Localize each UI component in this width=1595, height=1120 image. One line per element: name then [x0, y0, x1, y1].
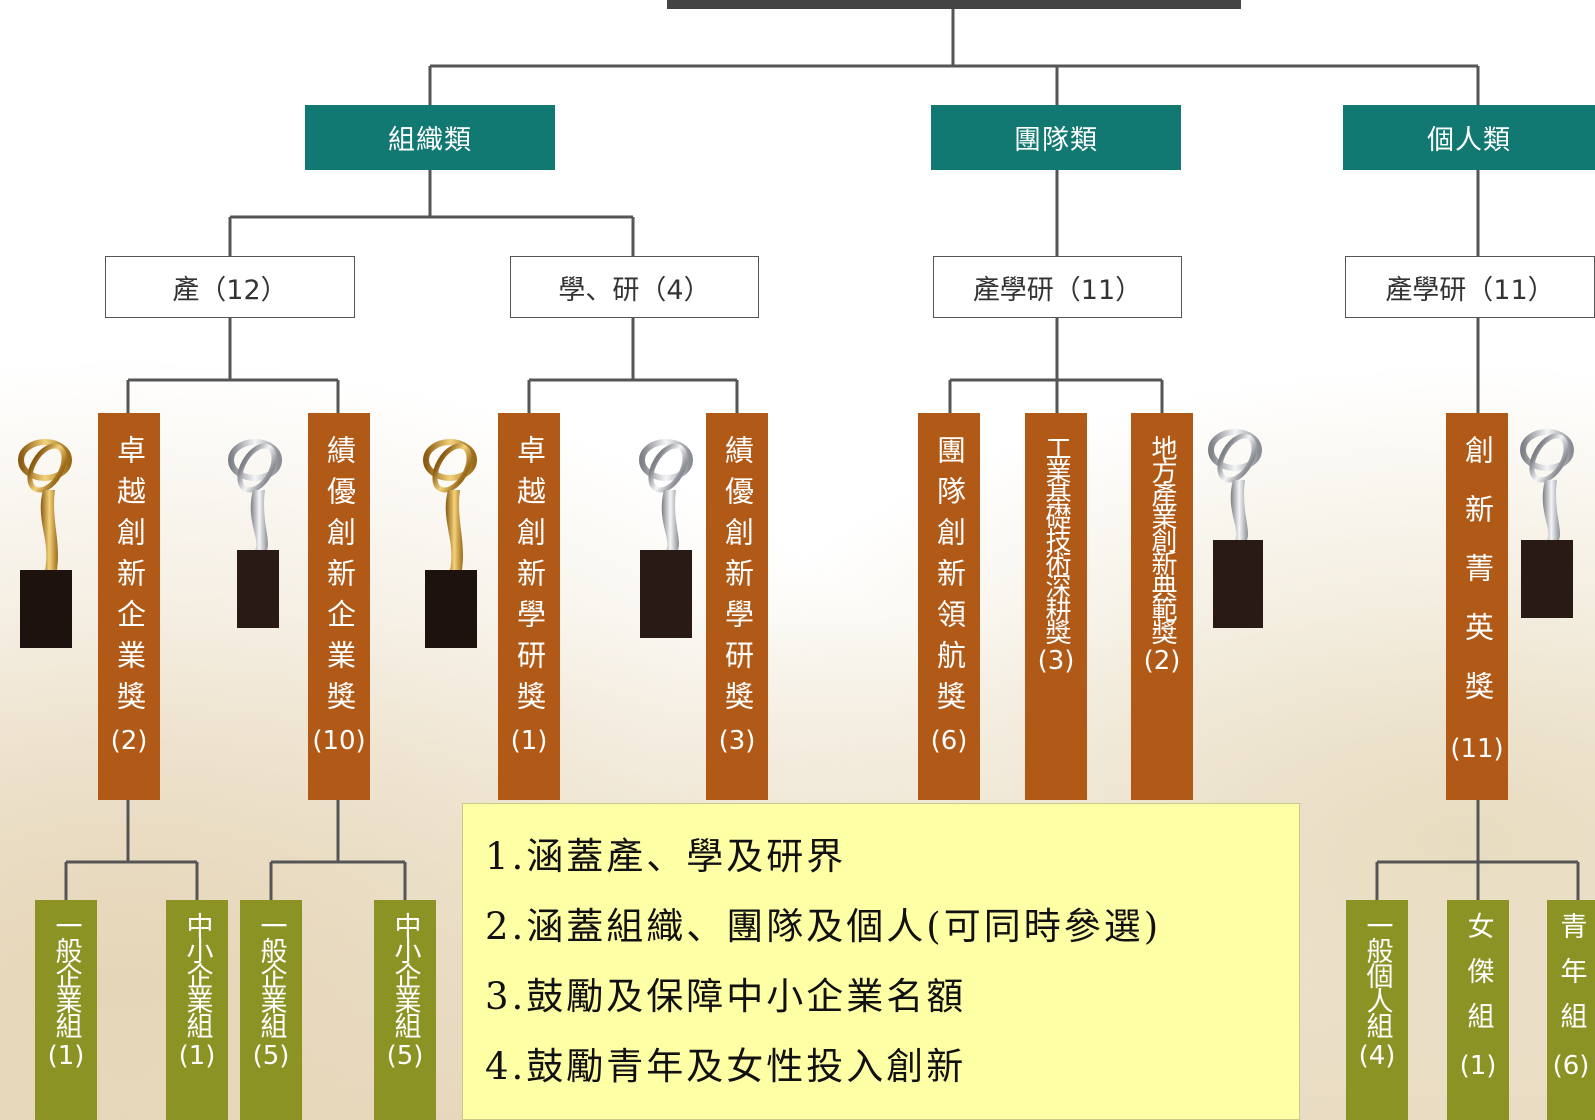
group-count: (6) — [1552, 1051, 1590, 1081]
group-count: (5) — [252, 1041, 290, 1071]
notes-box: 1.涵蓋產、學及研界 2.涵蓋組織、團隊及個人(可同時參選) 3.鼓勵及保障中小… — [462, 803, 1300, 1120]
group-label: 一般企業組 — [255, 912, 287, 1037]
award-label: 卓越創新學研獎 — [512, 435, 547, 722]
award-count: (3) — [718, 726, 756, 756]
group-youth: 青年組 (6) — [1547, 900, 1595, 1120]
group-count: (5) — [386, 1041, 424, 1071]
award-label: 績優創新學研獎 — [720, 435, 755, 722]
silver-trophy-icon — [1520, 429, 1574, 618]
award-count: (3) — [1037, 646, 1075, 676]
award-team-innovation-leader: 團隊創新領航獎 (6) — [918, 413, 980, 800]
group-count: (1) — [47, 1041, 85, 1071]
group-general-individual: 一般個人組 (4) — [1346, 900, 1408, 1120]
award-innovation-elite: 創新菁英獎 (11) — [1446, 413, 1508, 800]
award-count: (11) — [1450, 734, 1504, 764]
group-general-enterprise: 一般企業組 (5) — [240, 900, 302, 1120]
group-label: 中小企業組 — [389, 912, 421, 1037]
group-label: 女傑組 — [1462, 912, 1494, 1047]
award-label: 創新菁英獎 — [1460, 435, 1495, 730]
silver-trophy-icon — [228, 439, 282, 628]
group-count: (1) — [178, 1041, 216, 1071]
note-item: 3.鼓勵及保障中小企業名額 — [485, 975, 967, 1018]
sector-individual-industry-academia-research: 產學研（11） — [1345, 256, 1595, 318]
gold-trophy-icon — [423, 439, 477, 648]
group-sme: 中小企業組 (5) — [374, 900, 436, 1120]
award-industrial-foundation-technology: 工業基礎技術深耕獎 (3) — [1025, 413, 1087, 800]
award-outstanding-enterprise: 績優創新企業獎 (10) — [308, 413, 370, 800]
award-label: 工業基礎技術深耕獎 — [1041, 435, 1071, 642]
group-label: 中小企業組 — [181, 912, 213, 1037]
group-count: (1) — [1459, 1051, 1497, 1081]
category-organization: 組織類 — [305, 105, 555, 170]
note-item: 2.涵蓋組織、團隊及個人(可同時參選) — [485, 905, 1162, 948]
award-excellent-academia: 卓越創新學研獎 (1) — [498, 413, 560, 800]
silver-trophy-icon — [639, 439, 693, 638]
award-label: 團隊創新領航獎 — [932, 435, 967, 722]
group-sme: 中小企業組 (1) — [166, 900, 228, 1120]
note-item: 4.鼓勵青年及女性投入創新 — [485, 1045, 967, 1088]
award-label: 卓越創新企業獎 — [112, 435, 147, 722]
silver-trophy-icon — [1208, 429, 1263, 628]
award-count: (1) — [510, 726, 548, 756]
award-local-industry-innovation: 地方產業創新典範獎 (2) — [1131, 413, 1193, 800]
note-item: 1.涵蓋產、學及研界 — [485, 835, 847, 878]
group-label: 青年組 — [1555, 912, 1587, 1047]
award-count: (2) — [1143, 646, 1181, 676]
gold-trophy-icon — [18, 439, 72, 648]
award-count: (6) — [930, 726, 968, 756]
award-label: 績優創新企業獎 — [322, 435, 357, 722]
category-team: 團隊類 — [931, 105, 1181, 170]
award-count: (2) — [110, 726, 148, 756]
group-women: 女傑組 (1) — [1447, 900, 1509, 1120]
group-label: 一般個人組 — [1361, 912, 1393, 1037]
award-outstanding-academia: 績優創新學研獎 (3) — [706, 413, 768, 800]
award-label: 地方產業創新典範獎 — [1147, 435, 1177, 642]
category-individual: 個人類 — [1343, 105, 1595, 170]
sector-academia-research: 學、研（4） — [510, 256, 759, 318]
award-excellent-enterprise: 卓越創新企業獎 (2) — [98, 413, 160, 800]
group-label: 一般企業組 — [50, 912, 82, 1037]
award-count: (10) — [312, 726, 366, 756]
group-count: (4) — [1358, 1041, 1396, 1071]
sector-team-industry-academia-research: 產學研（11） — [933, 256, 1182, 318]
sector-industry: 產（12） — [105, 256, 355, 318]
group-general-enterprise: 一般企業組 (1) — [35, 900, 97, 1120]
